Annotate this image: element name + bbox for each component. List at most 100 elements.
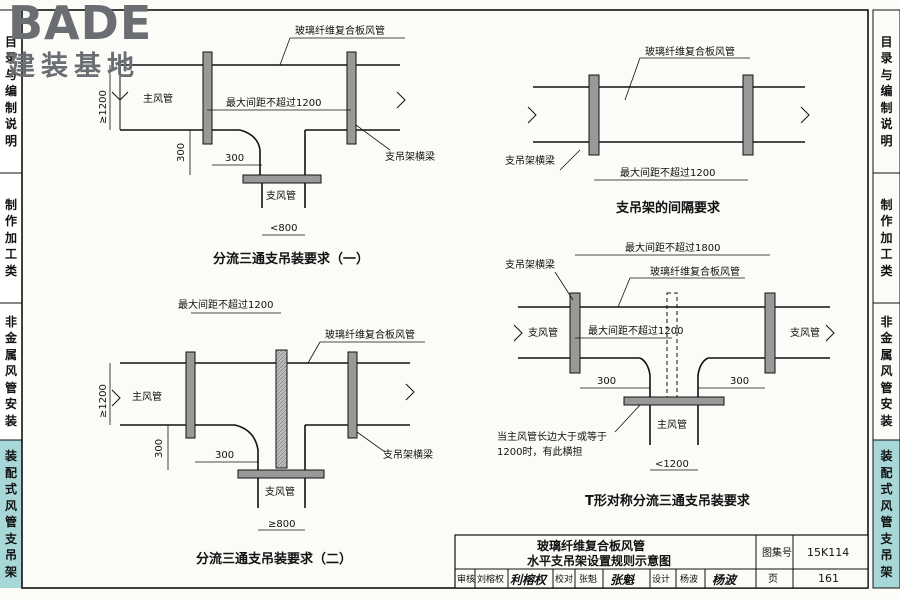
d1-main-duct-label: 主风管 bbox=[143, 92, 173, 105]
d1-break-mark-left bbox=[111, 91, 129, 101]
d1-branch-curve bbox=[239, 129, 261, 175]
d3-ge1200-label: ≥1200 bbox=[98, 384, 109, 418]
d2-hanger-left bbox=[588, 74, 600, 156]
diagram-t-symmetric-tee: 最大间距不超过1800 支吊架横梁 玻璃纤维复合板风管 支风管 支风管 最大间距… bbox=[497, 241, 835, 509]
d1-crossbar bbox=[242, 174, 322, 184]
d4-hanger-right bbox=[764, 292, 776, 374]
d2-beam-label: 支吊架横梁 bbox=[505, 154, 555, 167]
d4-hanger-optional bbox=[666, 292, 678, 404]
d1-leader-beam bbox=[355, 124, 391, 151]
d1-300h-label: 300 bbox=[225, 153, 244, 164]
d4-break-left bbox=[513, 324, 523, 342]
d3-main-duct-label: 主风管 bbox=[132, 390, 162, 403]
d3-caption: 分流三通支吊装要求（二） bbox=[196, 551, 352, 567]
logo-sub-text: 建装基地 bbox=[8, 51, 140, 82]
reviewer-name: 刘榕权 bbox=[477, 573, 504, 585]
checker-signature: 张魁 bbox=[610, 573, 636, 587]
d4-hanger-left bbox=[569, 292, 581, 374]
left-tab-bg-4 bbox=[0, 440, 22, 588]
d1-caption: 分流三通支吊装要求（一） bbox=[213, 251, 369, 267]
d4-branch-left-label: 支风管 bbox=[528, 326, 558, 339]
d2-duct-label: 玻璃纤维复合板风管 bbox=[645, 45, 735, 58]
right-strip-border bbox=[872, 9, 900, 589]
diagram-tee-branch-2: 最大间距不超过1200 玻璃纤维复合板风管 ≥1200 主风管 300 300 … bbox=[98, 298, 433, 567]
checker-name: 张魁 bbox=[579, 573, 597, 585]
d4-duct-label: 玻璃纤维复合板风管 bbox=[650, 265, 740, 278]
designer-signature: 杨波 bbox=[712, 573, 738, 587]
d4-300-right-label: 300 bbox=[730, 376, 749, 387]
left-tab-bg-3 bbox=[0, 303, 22, 440]
d4-break-right bbox=[825, 324, 835, 342]
d4-leader-duct bbox=[617, 277, 631, 308]
d3-branch-curve bbox=[234, 424, 259, 470]
d4-1200-label: 最大间距不超过1200 bbox=[588, 324, 683, 337]
title-line-2: 水平支吊架设置规则示意图 bbox=[527, 553, 671, 568]
d3-crossbar bbox=[237, 469, 325, 479]
right-tab-contents[interactable]: 目录与编制说明 bbox=[880, 34, 893, 148]
atlas-label: 图集号 bbox=[762, 546, 792, 559]
d3-leader-beam bbox=[356, 431, 386, 453]
left-tab-bg-1 bbox=[0, 10, 22, 173]
left-tab-prefab-hanger[interactable]: 装配式风管支吊架 bbox=[4, 449, 17, 579]
review-label: 审核 bbox=[457, 573, 475, 585]
d2-leader-beam bbox=[559, 149, 581, 171]
check-label: 校对 bbox=[555, 573, 573, 585]
d3-leader-duct bbox=[307, 341, 321, 364]
d3-branch-label: 支风管 bbox=[265, 485, 295, 498]
d3-hanger-middle bbox=[275, 349, 288, 469]
d4-leader-beam bbox=[554, 271, 574, 301]
d2-caption: 支吊架的间隔要求 bbox=[615, 200, 721, 216]
d4-beam-label: 支吊架横梁 bbox=[505, 258, 555, 271]
reviewer-signature: 利榕权 bbox=[510, 573, 548, 587]
title-block: 玻璃纤维复合板风管 水平支吊架设置规则示意图 图集号 15K114 审核 刘榕权… bbox=[454, 534, 869, 589]
watermark-logo: BADE 建装基地 bbox=[8, 0, 152, 82]
sheet-border bbox=[21, 9, 869, 589]
d1-800-label: <800 bbox=[270, 223, 297, 234]
d3-spacing-label: 最大间距不超过1200 bbox=[178, 298, 273, 311]
page-number: 161 bbox=[818, 572, 839, 585]
d4-note-line1: 当主风管长边大于或等于 bbox=[497, 430, 607, 443]
d4-branch-curve-left bbox=[639, 357, 651, 397]
d1-duct-label: 玻璃纤维复合板风管 bbox=[295, 24, 385, 37]
d3-break-left bbox=[111, 389, 121, 407]
right-tab-prefab-hanger[interactable]: 装配式风管支吊架 bbox=[880, 449, 893, 579]
d1-hanger-right bbox=[346, 51, 357, 145]
d2-break-right bbox=[800, 106, 810, 124]
left-tab-bg-2 bbox=[0, 173, 22, 303]
d3-break-right bbox=[405, 383, 415, 401]
right-tab-nonmetal-duct[interactable]: 非金属风管安装 bbox=[880, 314, 893, 428]
d4-300-left-label: 300 bbox=[597, 376, 616, 387]
d3-300h-label: 300 bbox=[215, 450, 234, 461]
atlas-number: 15K114 bbox=[807, 546, 849, 559]
d4-note-line2: 1200时，有此横担 bbox=[497, 445, 582, 458]
d4-main-duct-label: 主风管 bbox=[657, 418, 687, 431]
d1-beam-label: 支吊架横梁 bbox=[385, 150, 435, 163]
d1-hanger-left bbox=[202, 51, 213, 145]
d2-hanger-right bbox=[742, 74, 754, 156]
page-label: 页 bbox=[768, 573, 778, 585]
diagram-hanger-spacing: 玻璃纤维复合板风管 支吊架横梁 最大间距不超过1200 支吊架的间隔要求 bbox=[505, 45, 810, 216]
title-block-border bbox=[454, 534, 869, 589]
left-tab-contents[interactable]: 目录与编制说明 bbox=[4, 34, 17, 148]
d1-ge1200-label: ≥1200 bbox=[98, 90, 109, 124]
d4-crossbar bbox=[623, 396, 725, 406]
d3-800-label: ≥800 bbox=[268, 519, 295, 530]
d3-300v-label: 300 bbox=[154, 439, 165, 458]
d1-300v-label: 300 bbox=[176, 143, 187, 162]
logo-main-text: BADE bbox=[8, 0, 153, 50]
d4-branch-curve-right bbox=[697, 357, 709, 397]
d1-break-mark-right bbox=[396, 91, 406, 109]
d1-leader-duct bbox=[279, 37, 291, 66]
d4-1200-branch-label: <1200 bbox=[655, 459, 689, 470]
d3-beam-label: 支吊架横梁 bbox=[383, 448, 433, 461]
d4-branch-right-label: 支风管 bbox=[790, 326, 820, 339]
d1-spacing-label: 最大间距不超过1200 bbox=[226, 96, 321, 109]
title-line-1: 玻璃纤维复合板风管 bbox=[537, 538, 645, 553]
left-tab-fabrication[interactable]: 制作加工类 bbox=[4, 197, 17, 278]
design-label: 设计 bbox=[652, 573, 670, 585]
left-tab-nonmetal-duct[interactable]: 非金属风管安装 bbox=[4, 314, 17, 428]
right-tab-fabrication[interactable]: 制作加工类 bbox=[880, 197, 893, 278]
d4-leader-note bbox=[614, 404, 641, 433]
d2-break-left bbox=[527, 106, 537, 124]
